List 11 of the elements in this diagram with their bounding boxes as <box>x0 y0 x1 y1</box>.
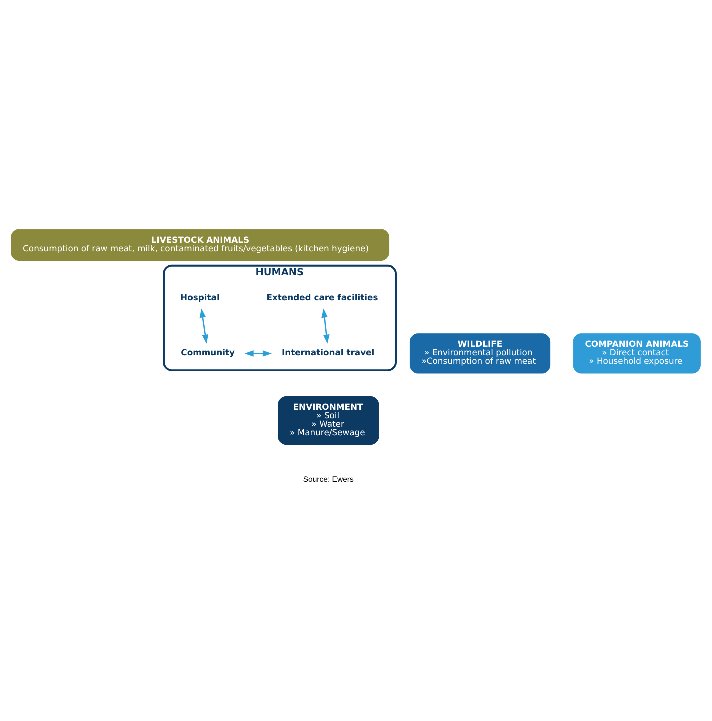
node-text: Extended care facilities <box>266 292 378 302</box>
arrow <box>244 350 272 357</box>
node-text: International travel <box>282 347 375 358</box>
node-box: WILDLIFE » Environmental pollution »Consumption of raw meat <box>410 334 551 374</box>
node-box: COMPANION ANIMALS » Direct contact » Household exposure <box>573 334 701 374</box>
arrow <box>322 308 330 344</box>
node-box: LIVESTOCK ANIMALS Consumption of raw meat, milk, contaminated fruits/vegetables (kitchen hygiene) <box>11 229 390 262</box>
arrow <box>200 308 209 344</box>
node-box: ENVIRONMENT » Soil » Water » Manure/Sewage <box>278 396 380 446</box>
node-text: Community <box>181 347 235 358</box>
node-text: Hospital <box>180 292 220 302</box>
